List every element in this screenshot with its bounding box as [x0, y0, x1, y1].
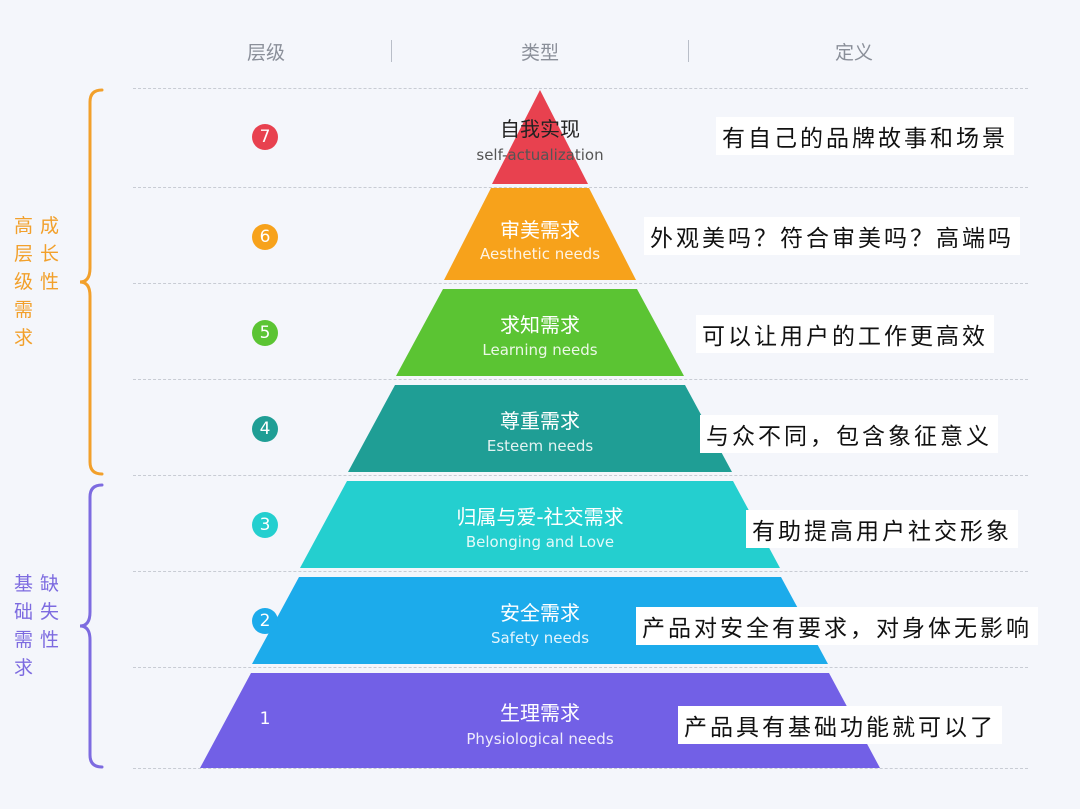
row-divider — [133, 667, 1028, 668]
level-badge-5: 5 — [252, 320, 278, 346]
group-char: 基 — [14, 573, 34, 595]
level-badge-3: 3 — [252, 512, 278, 538]
group-label-basic: 基 础 需 求 — [14, 570, 33, 682]
group-label-deficiency: 缺 失 性 — [40, 570, 59, 654]
group-label-growth: 成 长 性 — [40, 212, 59, 296]
tier-english-name: Physiological needs — [466, 730, 614, 748]
pyramid-tier-3 — [300, 481, 780, 568]
row-divider — [133, 768, 1028, 769]
group-char: 性 — [40, 271, 60, 293]
level-badge-6: 6 — [252, 224, 278, 250]
tier-english-name: Belonging and Love — [465, 533, 615, 551]
tier-name: 审美需求 — [500, 218, 580, 242]
group-char: 需 — [14, 629, 34, 651]
header-divider — [391, 40, 392, 62]
tier-english-name: Esteem needs — [486, 437, 594, 455]
definition-text: 外观美吗？符合审美吗？高端吗 — [644, 217, 1020, 255]
definition-text: 产品具有基础功能就可以了 — [678, 706, 1002, 744]
group-char: 求 — [14, 657, 34, 679]
row-divider — [133, 187, 1028, 188]
group-char: 性 — [40, 629, 60, 651]
row-divider — [133, 283, 1028, 284]
pyramid-tier-1 — [200, 673, 880, 768]
tier-english-name: Learning needs — [482, 341, 598, 359]
header-definition: 定义 — [834, 42, 874, 64]
group-char: 级 — [14, 271, 34, 293]
group-bracket-path — [79, 483, 104, 769]
header-divider — [688, 40, 689, 62]
tier-name: 自我实现 — [500, 117, 580, 141]
tier-english-name: Safety needs — [490, 629, 590, 647]
pyramid-tier-5 — [396, 289, 684, 376]
group-char: 失 — [40, 601, 60, 623]
header-level: 层级 — [246, 42, 286, 64]
level-badge-2: 2 — [252, 608, 278, 634]
tier-name: 求知需求 — [500, 313, 580, 337]
row-divider — [133, 571, 1028, 572]
group-bracket-deficiency — [79, 483, 104, 769]
tier-name: 生理需求 — [500, 701, 580, 725]
pyramid-tier-6 — [444, 188, 636, 280]
row-divider — [133, 88, 1028, 89]
definition-text: 有助提高用户社交形象 — [746, 510, 1018, 548]
level-badge-7: 7 — [252, 124, 278, 150]
definition-text: 有自己的品牌故事和场景 — [716, 117, 1014, 155]
group-char: 需 — [14, 299, 34, 321]
tier-name: 安全需求 — [500, 601, 580, 625]
group-char: 长 — [40, 243, 60, 265]
level-badge-1: 1 — [252, 706, 278, 732]
definition-text: 与众不同，包含象征意义 — [700, 415, 998, 453]
group-char: 成 — [40, 215, 60, 237]
level-badge-4: 4 — [252, 416, 278, 442]
group-char: 高 — [14, 215, 34, 237]
definition-text: 产品对安全有要求，对身体无影响 — [636, 607, 1038, 645]
pyramid-tier-4 — [348, 385, 732, 472]
group-label-high-level: 高 层 级 需 求 — [14, 212, 33, 352]
header-type: 类型 — [520, 42, 560, 64]
row-divider — [133, 379, 1028, 380]
row-divider — [133, 475, 1028, 476]
group-char: 求 — [14, 327, 34, 349]
tier-english-name: self-actualization — [476, 146, 604, 164]
tier-name: 归属与爱-社交需求 — [456, 505, 624, 529]
group-bracket-path — [79, 88, 104, 476]
tier-english-name: Aesthetic needs — [479, 245, 601, 263]
group-char: 缺 — [40, 573, 60, 595]
definition-text: 可以让用户的工作更高效 — [696, 315, 994, 353]
group-char: 层 — [14, 243, 34, 265]
tier-name: 尊重需求 — [500, 409, 580, 433]
pyramid-tier-7 — [492, 90, 588, 184]
group-char: 础 — [14, 601, 34, 623]
group-bracket-growth — [79, 88, 104, 476]
